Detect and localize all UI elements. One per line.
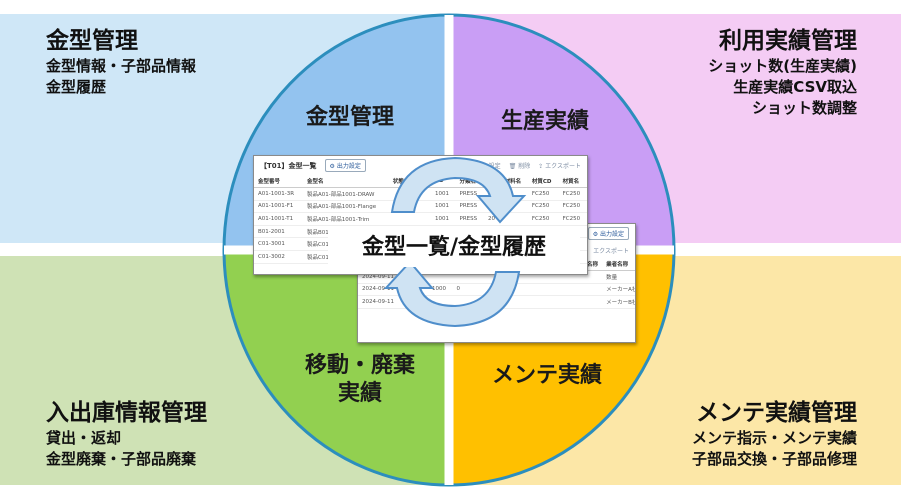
die-list-header-cell: 材質名 (558, 175, 587, 188)
top-right-line-3: ショット数調整 (751, 99, 857, 117)
die-list-cell: 製品A01-部品1001-Trim (302, 212, 389, 226)
die-list-cell: 1001 (431, 212, 456, 226)
die-list-cell: FC250 (558, 187, 587, 201)
die-list-cell: 製品A01-部品1001-DRAW (302, 187, 389, 201)
history-export-label: エクスポート (593, 248, 629, 255)
die-list-cell: B01-2001 (254, 225, 303, 239)
top-right-line-2: 生産実績CSV取込 (733, 78, 857, 96)
history-cell (512, 283, 573, 297)
die-list-cell: A01-1001-F1 (254, 200, 303, 214)
bottom-left-line-2: 金型廃棄・子部品廃棄 (46, 450, 197, 468)
die-list-cell: A01-1001-T1 (254, 212, 303, 226)
history-cell: メーカーB社 (602, 295, 635, 309)
bottom-left-text: 入出庫情報管理 貸出・返却 金型廃棄・子部品廃棄 (46, 398, 207, 470)
top-right-title: 利用実績管理 (719, 28, 857, 54)
die-list-title: 【T01】金型一覧 (260, 161, 317, 170)
die-list-header-cell: 金型名 (302, 175, 389, 188)
die-list-action-delete-label: 削除 (518, 163, 531, 170)
die-list-cell: PRESS (455, 212, 484, 226)
die-list-cell (409, 212, 432, 226)
history-output-settings-button[interactable]: ⚙ 出力設定 (587, 227, 629, 240)
die-list-cell (388, 212, 410, 226)
history-cell: メーカーA社 (602, 283, 635, 297)
quadrant-label-top-right: 生産実績 (500, 109, 589, 134)
history-cell (572, 295, 603, 309)
die-list-header-cell: 金型番号 (254, 175, 303, 188)
history-cell: 0 (452, 283, 478, 297)
history-output-settings-label: 出力設定 (599, 231, 624, 238)
top-right-text: 利用実績管理 ショット数(生産実績) 生産実績CSV取込 ショット数調整 (708, 26, 857, 119)
bottom-right-line-1: メンテ指示・メンテ実績 (691, 429, 857, 447)
quadrant-label-top-left: 金型管理 (305, 105, 394, 130)
history-screen-actions: ⚙ 出力設定 (587, 227, 629, 240)
bottom-left-title: 入出庫情報管理 (46, 400, 207, 426)
die-list-cell: FC250 (558, 200, 587, 214)
history-cell: 1000 (427, 283, 453, 297)
quadrant-label-bottom-left-line-1: 移動・廃棄 (304, 353, 415, 378)
top-right-line-1: ショット数(生産実績) (708, 57, 857, 75)
top-left-title: 金型管理 (46, 28, 138, 54)
arrow-clockwise-bottom-icon (383, 260, 521, 328)
die-list-cell: 1001 (431, 187, 456, 201)
history-cell (572, 283, 603, 297)
history-header-cell: 業者名称 (602, 258, 635, 271)
history-screen-header: ⚙ 出力設定 (358, 224, 635, 243)
die-list-header-cell: 材質CD (527, 175, 559, 188)
die-list-cell (500, 212, 528, 226)
die-list-output-settings-button[interactable]: ⚙ 出力設定 (324, 159, 366, 172)
quadrant-label-bottom-left: 移動・廃棄 実績 (295, 352, 425, 408)
top-left-line-1: 金型情報・子部品情報 (46, 57, 197, 75)
arrow-clockwise-top-icon (390, 156, 527, 224)
quadrant-label-bottom-right: メンテ実績 (491, 363, 602, 388)
top-left-line-2: 金型履歴 (46, 78, 107, 96)
die-list-cell: FC250 (558, 212, 587, 226)
history-cell: 2024-09-11 (358, 295, 398, 309)
die-list-output-settings-label: 出力設定 (336, 163, 361, 170)
die-list-action-export[interactable]: ⇪ エクスポート (538, 163, 581, 170)
bottom-right-text: メンテ実績管理 メンテ指示・メンテ実績 子部品交換・子部品修理 (692, 398, 857, 470)
die-list-cell: 1001 (431, 200, 456, 214)
die-list-cell: A01-1001-3R (254, 187, 303, 201)
die-list-cell: FC250 (527, 212, 559, 226)
die-list-cell: PRESS (455, 200, 484, 214)
bottom-left-line-1: 貸出・返却 (46, 429, 122, 447)
die-list-action-export-label: エクスポート (545, 163, 581, 170)
quadrant-label-bottom-left-line-2: 実績 (337, 381, 382, 406)
die-list-row[interactable]: A01-1001-F1製品A01-部品1001-Flange1001PRESS3… (254, 200, 587, 214)
top-left-text: 金型管理 金型情報・子部品情報 金型履歴 (46, 26, 196, 98)
history-cell: 数量 (602, 270, 635, 284)
bottom-right-line-2: 子部品交換・子部品修理 (691, 450, 857, 468)
die-list-action-edit-label: 設定 (488, 163, 501, 170)
die-list-cell: FC250 (527, 187, 559, 201)
die-list-cell: PRESS (455, 187, 484, 201)
die-list-action-delete[interactable]: 🗑 削除 (508, 163, 531, 170)
die-list-cell: C01-3001 (254, 237, 303, 251)
bottom-right-title: メンテ実績管理 (696, 400, 857, 426)
die-list-cell: C01-3002 (254, 250, 303, 264)
die-list-cell: FC250 (527, 200, 559, 214)
center-label: 金型一覧/金型履歴 (328, 229, 580, 267)
history-cell (512, 295, 573, 309)
die-list-cell: 製品A01-部品1001-Flange (302, 200, 389, 214)
